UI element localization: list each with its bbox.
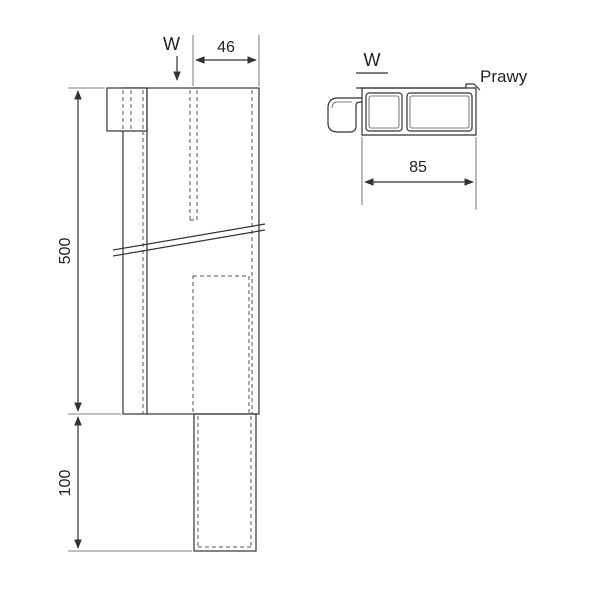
dim-width-label: 46 bbox=[217, 39, 235, 56]
dimension-depth: 85 bbox=[361, 137, 477, 210]
dimension-height-extension: 100 bbox=[57, 416, 192, 552]
top-view bbox=[327, 83, 481, 136]
handle-outline bbox=[327, 97, 362, 133]
dim-depth-label: 85 bbox=[409, 159, 427, 176]
w-marker-top: W bbox=[356, 50, 388, 74]
dim-height-ext-label: 100 bbox=[57, 470, 74, 497]
main-body-outline bbox=[122, 87, 260, 415]
extension-outline bbox=[193, 413, 257, 552]
break-line-top bbox=[112, 223, 266, 251]
dimension-width-top: 46 bbox=[192, 35, 260, 86]
dim-height-main-label: 500 bbox=[57, 238, 74, 265]
dimension-height-main: 500 bbox=[57, 87, 121, 415]
w-marker-front: W bbox=[163, 34, 181, 81]
front-view bbox=[106, 87, 266, 552]
w-top-label: W bbox=[364, 50, 381, 70]
break-line-bottom bbox=[112, 229, 266, 257]
top-cap bbox=[106, 87, 148, 132]
w-front-label: W bbox=[163, 34, 180, 54]
side-label: Prawy bbox=[480, 67, 528, 86]
